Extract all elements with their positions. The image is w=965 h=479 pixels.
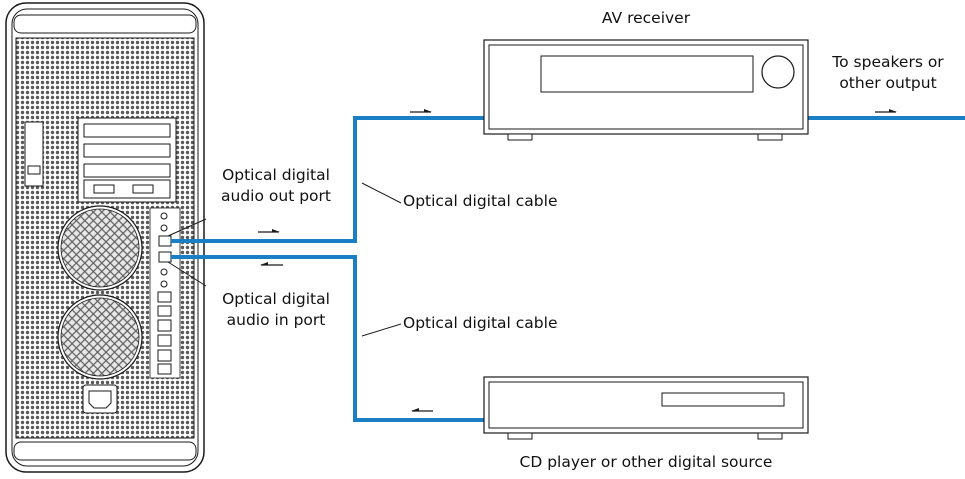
arrow-to-speakers-icon [875, 109, 897, 113]
leader-cable-top [361, 182, 402, 204]
optical-cable-in [171, 255, 484, 422]
cd-player-icon [483, 376, 809, 440]
speakers-output-line-1: To speakers or [832, 53, 944, 71]
in-port-line-1: Optical digital [222, 290, 330, 308]
cable-bottom-label: Optical digital cable [403, 314, 558, 332]
in-port-line-2: audio in port [226, 311, 326, 329]
arrow-in-left-icon [260, 262, 283, 266]
cable-top-label: Optical digital cable [403, 192, 558, 210]
leader-out-port [167, 218, 207, 237]
optical-cable-out [171, 116, 484, 243]
leader-cable-bottom [361, 323, 402, 337]
out-port-line-2: audio out port [221, 187, 331, 205]
leader-in-port [167, 261, 207, 287]
speakers-output-label: To speakers or other output [818, 52, 958, 94]
av-receiver-label: AV receiver [601, 9, 691, 27]
out-port-label: Optical digital audio out port [206, 165, 346, 207]
arrow-out-right-icon [258, 229, 280, 233]
cd-player-label: CD player or other digital source [519, 453, 773, 471]
in-port-label: Optical digital audio in port [206, 289, 346, 331]
av-receiver-icon [483, 39, 809, 141]
arrow-from-cd-icon [411, 408, 433, 412]
out-port-line-1: Optical digital [222, 166, 330, 184]
mac-pro-tower-icon [5, 2, 205, 473]
speakers-output-line-2: other output [839, 74, 937, 92]
arrow-to-receiver-icon [410, 109, 432, 113]
